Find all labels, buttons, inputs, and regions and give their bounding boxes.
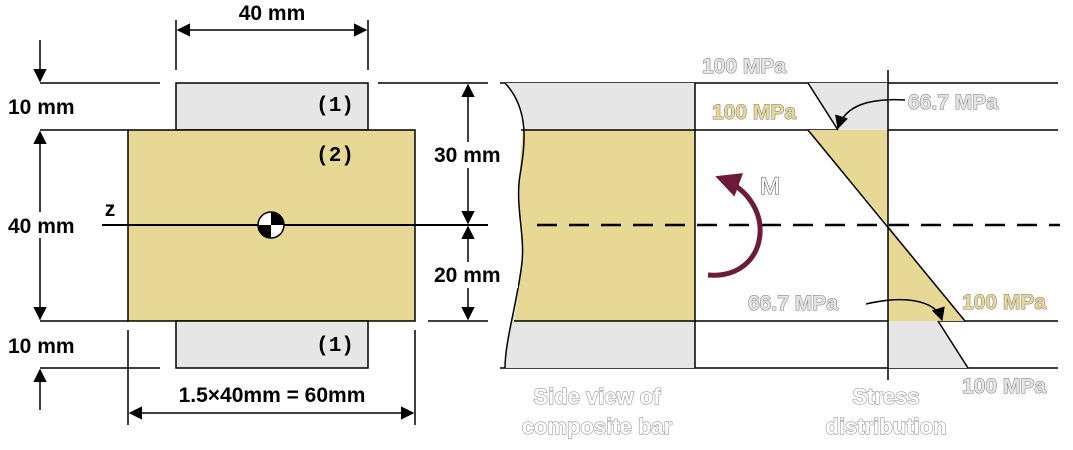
side-bar-break-edge <box>504 82 525 369</box>
stress-edge-top-mat1 <box>807 82 839 131</box>
neutral-axis-label: z <box>105 198 116 221</box>
label-mask <box>430 142 518 168</box>
leader-top-667 <box>835 98 906 130</box>
bottom-flange-thickness-label: 10 mm <box>8 335 75 358</box>
moment-arrow-icon <box>707 173 763 278</box>
bottom-flange <box>175 320 369 369</box>
moment-label: M <box>760 173 780 200</box>
material-1-bottom-label: (1) <box>316 335 354 358</box>
dist-below-label: 20 mm <box>434 264 501 287</box>
centroid-icon <box>257 211 285 239</box>
top-width-label: 40 mm <box>239 2 306 25</box>
stress-edge-bottom-mat1 <box>937 320 969 369</box>
stress-bottom-interface1-label: 66.7 MPa <box>748 292 838 315</box>
top-flange-thickness-label: 10 mm <box>8 96 75 119</box>
stress-top-interface2-label: 100 MPa <box>712 101 796 124</box>
leader-bottom-667 <box>865 299 945 322</box>
stress-caption-2: distribution <box>826 414 947 439</box>
label-mask <box>4 94 92 120</box>
stress-edge-mat2 <box>807 129 966 322</box>
material-1-top-label: (1) <box>316 95 354 118</box>
side-view-caption-2: composite bar <box>522 414 673 439</box>
top-flange <box>175 82 369 131</box>
stress-top-mat1 <box>808 83 888 130</box>
cross-section: 40 mm 1.5×40mm = 60mm 10 mm 40 mm 10 mm … <box>4 2 488 425</box>
side-view: 30 mm 20 mm M Side view of composite bar <box>430 82 1060 440</box>
label-mask <box>4 212 92 238</box>
side-view-caption-1: Side view of <box>533 384 661 409</box>
label-mask <box>430 262 518 288</box>
stress-top-interface1-label: 66.7 MPa <box>908 91 998 114</box>
label-mask <box>4 333 92 359</box>
bottom-width-label: 1.5×40mm = 60mm <box>179 384 366 407</box>
core-height-label: 40 mm <box>8 215 75 238</box>
stress-bottom-mat1 <box>888 321 968 368</box>
dist-above-label: 30 mm <box>434 144 501 167</box>
material-2-label: (2) <box>316 145 354 168</box>
stress-top-outer-label: 100 MPa <box>702 55 786 78</box>
stress-bottom-interface2-label: 100 MPa <box>962 291 1046 314</box>
stress-caption-1: Stress <box>852 384 919 409</box>
stress-bottom-outer-label: 100 MPa <box>962 375 1046 398</box>
stress-distribution: 100 MPa 100 MPa 66.7 MPa 66.7 MPa 100 MP… <box>702 55 1047 440</box>
